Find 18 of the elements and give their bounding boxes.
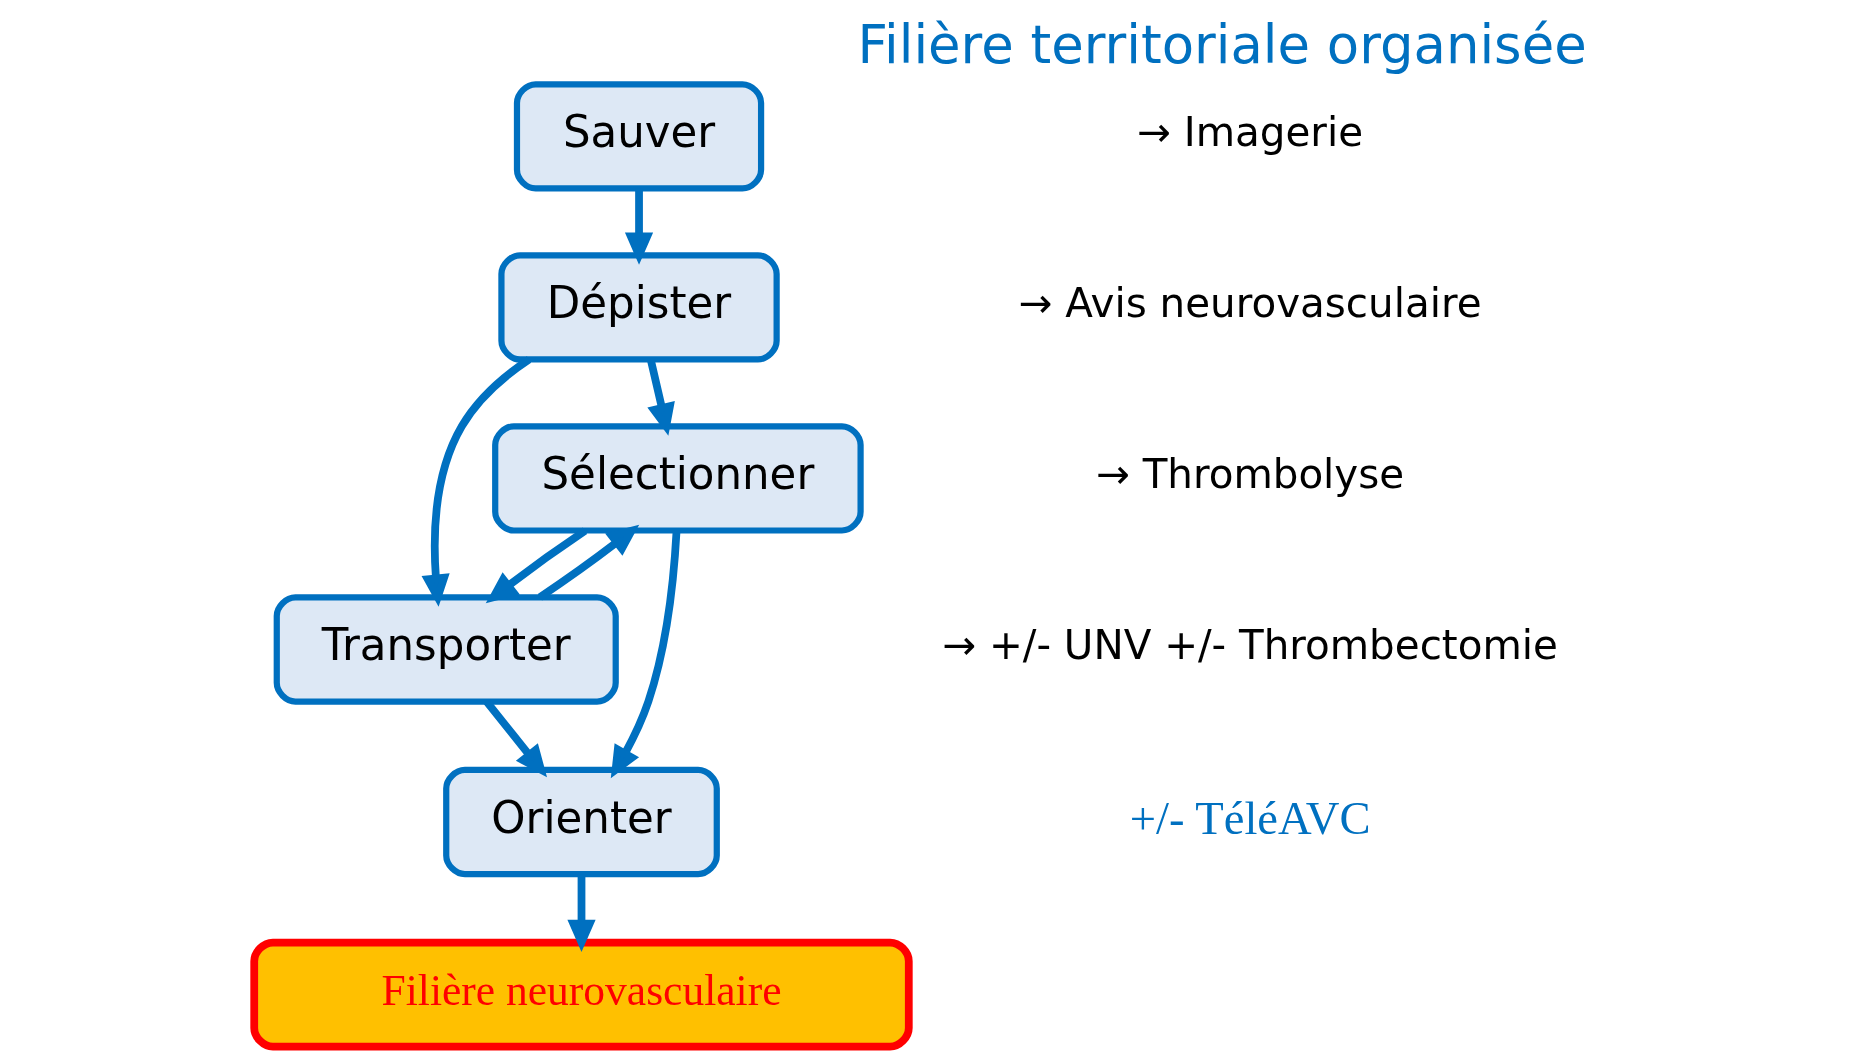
arrow <box>421 356 531 607</box>
arrow <box>485 527 587 604</box>
node-box: Filière neurovasculaire <box>249 938 913 1051</box>
arrow <box>566 874 596 952</box>
arrow <box>610 530 680 779</box>
node-box: Sauver <box>513 81 764 192</box>
node-box: Sélectionner <box>491 423 864 534</box>
node-box: Transporter <box>273 594 619 705</box>
label: → Avis neurovasculaire <box>1018 279 1482 328</box>
arrow <box>624 188 653 265</box>
node-box: Dépister <box>497 252 780 363</box>
diagram-title: Filière territoriale organisée <box>856 13 1587 75</box>
label: → +/- UNV +/- Thrombectomie <box>941 621 1558 670</box>
label: +/- TéléAVC <box>1129 791 1370 844</box>
label: → Imagerie <box>1136 108 1363 157</box>
label: → Thrombolyse <box>1095 450 1404 499</box>
arrow <box>537 524 639 601</box>
node-box: Orienter <box>442 766 720 878</box>
